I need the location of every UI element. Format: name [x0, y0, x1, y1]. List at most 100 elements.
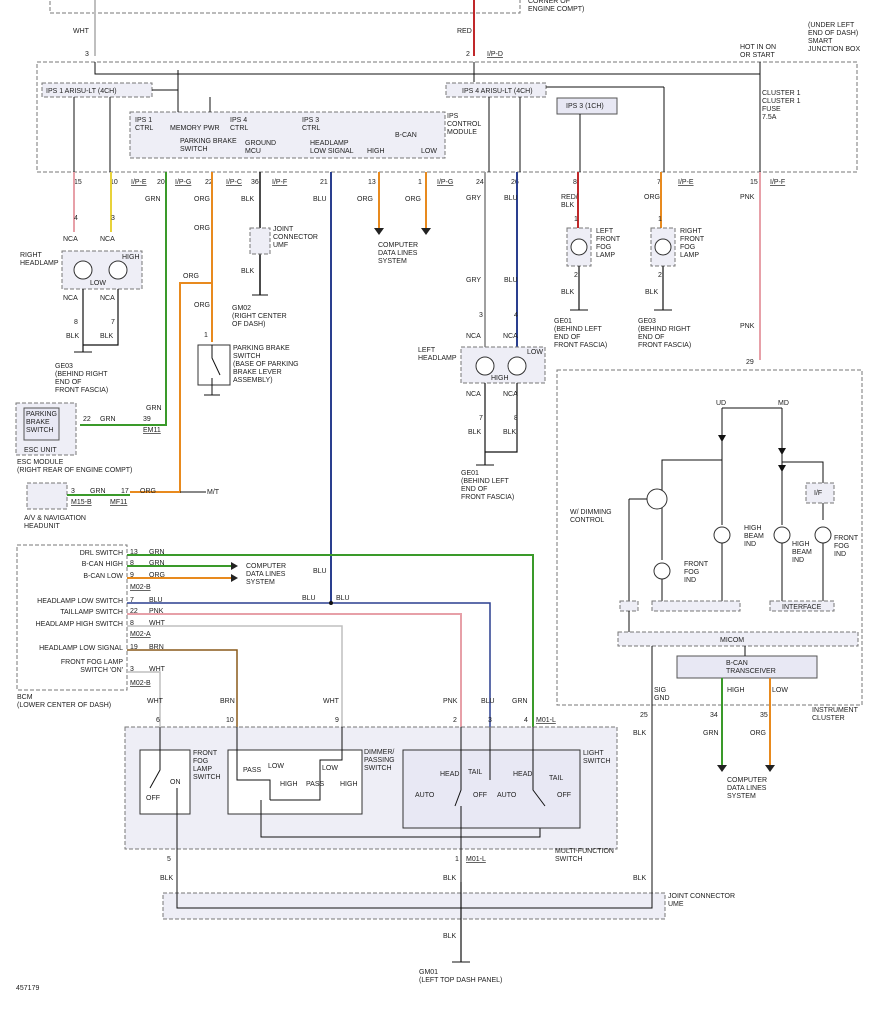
ls-wire-a	[454, 727, 462, 807]
mfs-pnk-label: PNK	[443, 698, 458, 705]
right-headlamp-high-bulb	[108, 260, 128, 280]
if-box	[805, 482, 835, 504]
head-label-2: HEAD	[513, 771, 532, 778]
pin-3-top: 3	[85, 51, 89, 58]
cluster-blk: BLK	[633, 730, 647, 737]
bcan-low-label: LOW	[421, 148, 437, 155]
lfog-pin2: 2	[574, 272, 578, 279]
row-pin-16: 7	[657, 179, 661, 186]
pb-switch-contact	[211, 345, 221, 376]
cluster-pin35: 35	[760, 712, 768, 719]
lh-blk-b: BLK	[503, 429, 517, 436]
wht-label: WHT	[73, 28, 90, 35]
mfs-wht2-label: WHT	[323, 698, 340, 705]
lh-nca3: NCA	[466, 391, 481, 398]
pin-2-top: 2	[466, 51, 470, 58]
ud-wire	[661, 408, 723, 560]
av-org: ORG	[140, 488, 156, 495]
av-pin17: 17	[121, 488, 129, 495]
nca-3: NCA	[63, 295, 78, 302]
ud-label: UD	[716, 400, 726, 407]
mfs-pin9: 9	[335, 717, 339, 724]
mfs-wht-label: WHT	[147, 698, 164, 705]
blu-label-26: BLU	[504, 195, 518, 202]
mfs-pin1: 1	[455, 856, 459, 863]
lh-gnd-b	[485, 383, 518, 453]
rh-pin8: 8	[74, 319, 78, 326]
gm01-blk: BLK	[443, 933, 457, 940]
row-pin-10: 13	[368, 179, 376, 186]
mfs-blu-label: BLU	[481, 698, 495, 705]
md-wire	[781, 408, 824, 520]
row-pin-14: 26	[511, 179, 519, 186]
row-pin-15: 8	[573, 179, 577, 186]
lh-pin4: 4	[514, 312, 518, 319]
bcm-label: BCM(LOWER CENTER OF DASH)	[17, 694, 111, 709]
left-headlamp-box	[460, 346, 546, 384]
row-pin-0: 15	[74, 179, 82, 186]
bcm-row-pin-0: 13	[130, 549, 138, 556]
ips4-label: IPS 4 ARISU-LT (4CH)	[462, 88, 533, 95]
bcm-row-label-2: B-CAN LOW	[83, 573, 123, 580]
top-connector-box	[49, 0, 521, 14]
bcm-cdl-arrow-2	[231, 574, 238, 582]
rh-gnd-b	[83, 289, 119, 346]
ips3-box	[556, 97, 618, 115]
fog-on-label: ON	[170, 779, 181, 786]
bcan-high-label: HIGH	[367, 148, 385, 155]
ips3-label: IPS 3 (1CH)	[566, 103, 604, 110]
rfog-pin1: 1	[658, 216, 662, 223]
bcan-label: B-CAN	[395, 132, 417, 139]
bcm-row-wire-2: ORG	[149, 572, 165, 579]
m02b2-label: M02-B	[130, 680, 151, 687]
rh-blk-b: BLK	[100, 333, 114, 340]
if-label: I/F	[814, 490, 822, 497]
rh-pin4: 4	[74, 215, 78, 222]
mfs-grn-label: GRN	[512, 698, 528, 705]
fog-switch-wire	[127, 671, 161, 727]
low-label-1: LOW	[268, 763, 284, 770]
lfog-pin1: 1	[574, 216, 578, 223]
doc-id: 457179	[16, 985, 39, 992]
hl-high-switch-wire	[127, 625, 343, 727]
red-label: RED	[457, 28, 472, 35]
auto-label-2: AUTO	[497, 792, 517, 799]
drl-wire	[127, 554, 534, 727]
rh-pin3: 3	[111, 215, 115, 222]
org-1: ORG	[405, 196, 421, 203]
left-headlamp-low-bulb	[507, 356, 527, 376]
mf11-label: MF11	[110, 499, 127, 506]
diode-md	[778, 448, 786, 455]
mfs-pin4: 4	[524, 717, 528, 724]
row-pin-1: 10	[110, 179, 118, 186]
cluster-pin29: 29	[746, 359, 754, 366]
junction-dot	[329, 601, 333, 605]
bcm-row-wire-3: BLU	[149, 597, 163, 604]
fog-switch-contact	[149, 727, 161, 789]
head-label-1: HEAD	[440, 771, 459, 778]
row-pin-19: I/P-F	[770, 179, 785, 186]
lh-high: HIGH	[491, 375, 509, 382]
ips1-label: IPS 1 ARISU-LT (4CH)	[46, 88, 117, 95]
row-pin-12: I/P-G	[437, 179, 453, 186]
left-fog-bulb	[570, 238, 588, 256]
row-pin-8: I/P-F	[272, 179, 287, 186]
pnk-label-15r: PNK	[740, 194, 755, 201]
ips4-box	[445, 82, 547, 98]
pass-label-1: PASS	[243, 767, 261, 774]
row-pin-5: 22	[205, 179, 213, 186]
blu-label-21: BLU	[313, 196, 327, 203]
lh-pin7: 7	[479, 415, 483, 422]
bcm-row-pin-5: 8	[130, 620, 134, 627]
m02b-label: M02-B	[130, 584, 151, 591]
